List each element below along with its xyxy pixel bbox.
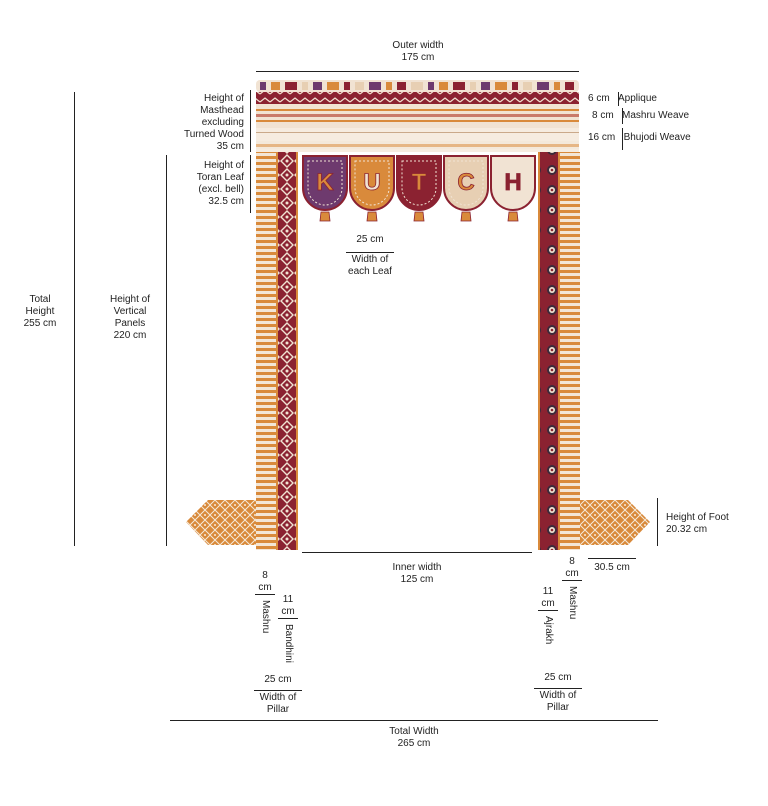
applique-block: [523, 82, 532, 90]
outer-width-line: [256, 71, 579, 72]
right-ajrakh-size: 11 cm: [541, 586, 555, 609]
bell-icon: [460, 211, 472, 222]
foot-height-label: Height of Foot 20.32 cm: [666, 512, 729, 535]
foot-width-line: [588, 558, 636, 559]
applique-block: [302, 82, 308, 90]
applique-block: [313, 82, 322, 90]
toran-leaf: [349, 155, 395, 211]
bell-icon: [319, 211, 331, 222]
right-ajrakh-name: Ajrakh: [543, 616, 554, 645]
left-pillar-width-label: 25 cm Width of Pillar: [259, 674, 297, 715]
applique-block: [411, 82, 423, 90]
applique-block: [495, 82, 507, 90]
applique-block: [537, 82, 549, 90]
applique-block: [260, 82, 266, 90]
applique-block: [470, 82, 476, 90]
toran-leaf: [302, 155, 348, 211]
leaf-width-label: 25 cm Width of each Leaf: [348, 234, 392, 277]
toran-leaf-border: [448, 160, 484, 206]
applique-block: [397, 82, 406, 90]
left-pillar-width-line: [254, 690, 302, 691]
applique-block: [428, 82, 434, 90]
toran-leaf-border: [307, 160, 343, 206]
applique-block: [481, 82, 490, 90]
toran-leaf: [443, 155, 489, 211]
right-mashru-name: Mashru: [567, 586, 578, 620]
right-pillar-width-label: 25 cm Width of Pillar: [539, 672, 577, 713]
bell-icon: [507, 211, 519, 222]
applique-block: [439, 82, 448, 90]
applique-block: [565, 82, 574, 90]
applique-block: [453, 82, 465, 90]
vertical-panels-label: Height of Vertical Panels 220 cm: [109, 294, 151, 341]
toran-leaf-letter: K: [316, 169, 334, 196]
bell-icon: [366, 211, 378, 222]
applique-block: [285, 82, 297, 90]
toran-leaf-height-line: [250, 155, 251, 213]
toran-leaf-letter: T: [412, 169, 427, 196]
toran-leaf-height-label: Height of Toran Leaf (excl. bell) 32.5 c…: [196, 160, 244, 207]
applique-block: [369, 82, 381, 90]
left-bandhini-size: 11 cm: [281, 594, 295, 617]
total-height-label: Total Height 255 cm: [23, 294, 57, 329]
toran-leaf-border: [401, 160, 437, 206]
applique-block: [386, 82, 392, 90]
inner-width-label: Inner width 125 cm: [392, 562, 442, 585]
masthead-height-label: Height of Masthead excluding Turned Wood…: [183, 93, 244, 152]
bhujodi-weave-label: 16 cm Bhujodi Weave: [588, 132, 691, 143]
foot-height-line: [657, 498, 658, 546]
left-mashru-line: [255, 594, 275, 595]
applique-block: [344, 82, 350, 90]
left-mashru-name: Mashru: [260, 600, 271, 634]
applique-tick: [618, 92, 619, 106]
applique-block: [554, 82, 560, 90]
bhujodi-weave-tick: [622, 128, 623, 150]
leaf-width-line: [346, 252, 394, 253]
left-mashru-size: 8 cm: [258, 570, 272, 593]
applique-label: 6 cm Applique: [588, 93, 657, 104]
applique-block: [271, 82, 280, 90]
applique-block: [327, 82, 339, 90]
right-pillar-width-line: [534, 688, 582, 689]
foot-width-label: 30.5 cm: [594, 562, 630, 573]
right-ajrakh-line: [538, 610, 558, 611]
total-width-label: Total Width 265 cm: [389, 726, 439, 749]
mashru-weave-tick: [622, 108, 623, 124]
mashru-weave-label: 8 cm Mashru Weave: [592, 110, 690, 121]
toran-leaf-border: [354, 160, 390, 206]
toran-leaf: [396, 155, 442, 211]
left-bandhini-name: Bandhini: [283, 624, 294, 663]
right-mashru-size: 8 cm: [565, 556, 579, 579]
toran-leaf: [490, 155, 536, 211]
inner-width-line: [302, 552, 532, 553]
masthead-height-line: [250, 90, 251, 152]
toran-leaf-border: [495, 160, 531, 206]
toran-leaf-letter: C: [457, 169, 474, 196]
left-bandhini-line: [278, 618, 298, 619]
total-width-line: [170, 720, 658, 721]
right-mashru-line: [562, 580, 582, 581]
applique-block: [355, 82, 364, 90]
toran-leaf-letter: H: [504, 169, 521, 196]
applique-block: [512, 82, 518, 90]
bell-icon: [413, 211, 425, 222]
toran-leaf-letter: U: [363, 169, 380, 196]
total-height-line: [74, 92, 75, 546]
vertical-panels-line: [166, 155, 167, 546]
